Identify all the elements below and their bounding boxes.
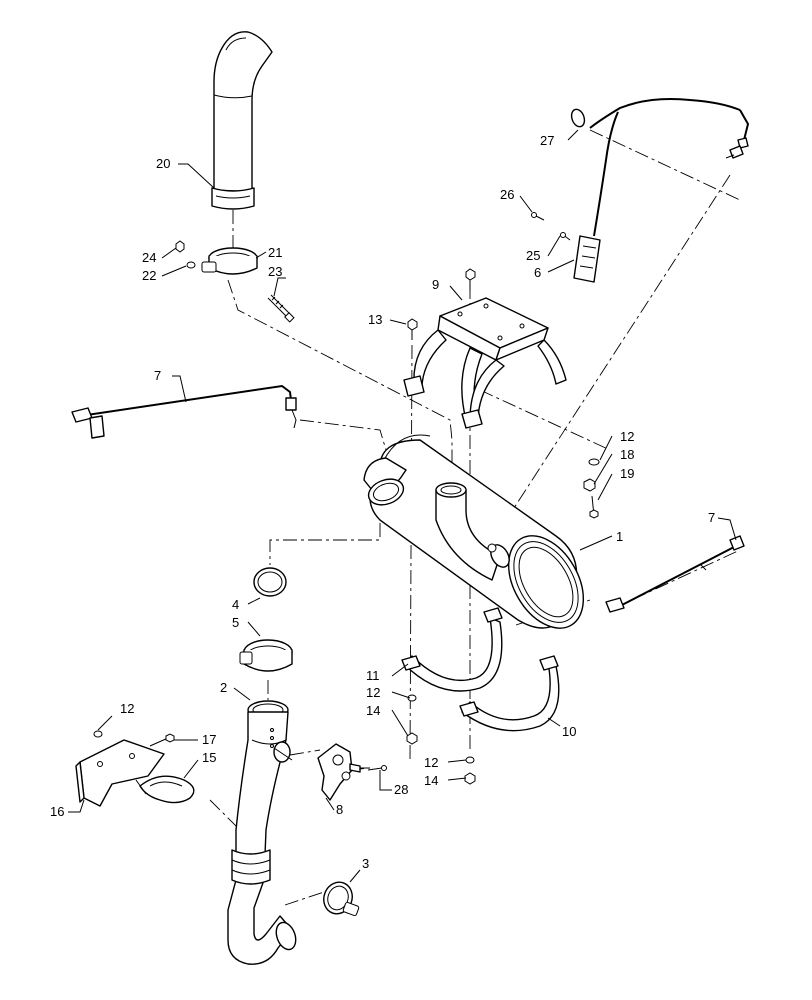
callout-20: 20 [156,156,170,171]
callout-12-mid-right: 12 [424,755,438,770]
callout-21: 21 [268,245,282,260]
part-27-sensor-harness [570,98,750,237]
callout-9: 9 [432,277,439,292]
part-3-clamp [323,881,360,917]
callout-26: 26 [500,187,514,202]
callout-7-left: 7 [154,368,161,383]
callout-11: 11 [366,668,380,683]
callout-1: 1 [616,529,623,544]
part-6-connector [573,235,601,283]
part-12-washer-left [93,730,103,738]
part-22-washer [186,261,196,269]
callout-10: 10 [562,724,576,739]
part-23-bolt [267,294,295,323]
callout-13: 13 [368,312,382,327]
part-7-left-sensor [71,384,297,439]
callout-labels: 20 24 22 21 23 9 13 27 26 25 6 7 12 18 1… [50,133,715,871]
part-26-bolt [531,212,545,221]
part-21-clamp [201,247,258,275]
callout-18: 18 [620,447,634,462]
part-1-muffler [363,434,585,629]
callout-28: 28 [394,782,408,797]
part-4-gasket [253,567,287,597]
callout-3: 3 [362,856,369,871]
callout-4: 4 [232,597,239,612]
callout-19: 19 [620,466,634,481]
part-12-washer-right [588,458,600,466]
part-13-bolt [407,318,418,340]
callout-27: 27 [540,133,554,148]
callout-leader-lines [68,129,737,883]
part-18-bushing [583,478,596,492]
part-16-bracket [75,739,165,807]
part-24-bolt [175,240,185,253]
part-2-exhaust-pipe [227,700,297,965]
part-10-strap [459,655,560,732]
callout-22: 22 [142,268,156,283]
part-5-clamp [239,639,293,672]
callout-23: 23 [268,264,282,279]
part-25-bolt [560,232,571,241]
callout-5: 5 [232,615,239,630]
callout-14-right: 14 [424,773,438,788]
part-20-exhaust-stack [211,31,273,210]
part-15-u-bolt [135,775,195,804]
callout-25: 25 [526,248,540,263]
part-12-washer-mid-right [465,756,475,764]
part-9-bracket [403,297,567,429]
callout-2: 2 [220,680,227,695]
part-7-right-sensor [605,535,745,613]
callout-14-left: 14 [366,703,380,718]
callout-16: 16 [50,804,64,819]
callout-7-right: 7 [708,510,715,525]
callout-6: 6 [534,265,541,280]
part-8-sensor-valve [317,743,370,801]
part-28-bolt [367,765,387,771]
part-17-bolt [149,733,175,747]
part-14-nut-left [406,732,418,745]
part-11-strap [401,607,503,692]
part-12-washer-mid-left [407,694,417,702]
callout-24: 24 [142,250,156,265]
callout-17: 17 [202,732,216,747]
part-19-bolt [589,495,599,519]
callout-12-mid-left: 12 [366,685,380,700]
callout-8: 8 [336,802,343,817]
callout-15: 15 [202,750,216,765]
part-9-top-bolt [465,268,476,290]
callout-12-right: 12 [620,429,634,444]
callout-12-left: 12 [120,701,134,716]
part-14-nut-right [464,772,476,785]
